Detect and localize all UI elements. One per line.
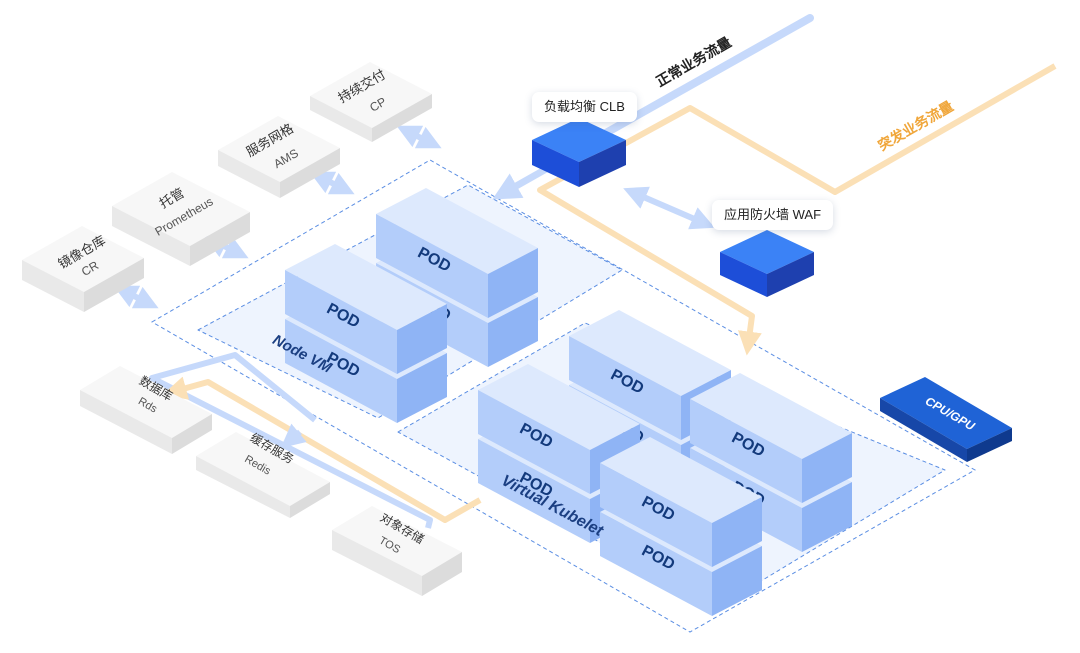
pod-right-face xyxy=(712,497,762,567)
pod-right-face xyxy=(488,248,538,318)
pod-right-face xyxy=(802,482,852,552)
storage-tos-box: 对象存储 TOS xyxy=(332,506,462,596)
cluster-boundary xyxy=(151,159,977,633)
pod-cube: POD xyxy=(285,244,447,374)
pod-top-face xyxy=(600,437,762,523)
pod-layer: PODPODPODPODPODPODPODPODPODPODPODPOD xyxy=(285,188,852,616)
clb-to-cluster-line xyxy=(492,164,550,200)
pod-right-face xyxy=(712,546,762,616)
waf-cube xyxy=(720,230,814,297)
pod-left-face xyxy=(478,390,590,494)
storage-rds-box: 数据库 Rds xyxy=(80,366,212,454)
pod-right-face xyxy=(488,297,538,367)
pod-top-face xyxy=(569,310,731,396)
pod-left-face xyxy=(478,439,590,543)
cpu-gpu-slab: CPU/GPU xyxy=(880,377,1012,462)
pod-top-face xyxy=(690,373,852,459)
pod-right-face xyxy=(397,304,447,374)
clb-waf-link xyxy=(623,186,715,230)
storage-link-redis xyxy=(280,423,307,449)
waf-label: 应用防火墙 WAF xyxy=(724,207,822,222)
clb-cube xyxy=(532,118,626,187)
pod-left-face xyxy=(569,336,681,440)
pod-cube: POD xyxy=(690,373,852,503)
service-cr-box: 镜像仓库 CR xyxy=(22,226,144,312)
service-ams-box: 服务网格 AMS xyxy=(218,116,340,198)
pod-left-face xyxy=(690,399,802,503)
pod-top-face xyxy=(376,188,538,274)
pod-left-face xyxy=(376,214,488,318)
pod-right-face xyxy=(802,433,852,503)
pod-left-face xyxy=(600,463,712,567)
storage-link-blue xyxy=(149,352,433,529)
pod-top-face xyxy=(478,364,640,450)
pod-cube: POD xyxy=(376,188,538,318)
storage-link-orange xyxy=(162,376,482,523)
pod-right-face xyxy=(397,353,447,423)
waf-callout: 应用防火墙 WAF xyxy=(712,200,834,230)
pod-left-face xyxy=(285,270,397,374)
service-prometheus-box: 托管 Prometheus xyxy=(112,172,250,266)
clb-callout: 负载均衡 CLB xyxy=(532,92,637,122)
service-cp-box: 持续交付 CP xyxy=(310,62,432,142)
clb-label: 负载均衡 CLB xyxy=(544,99,625,114)
pod-left-face xyxy=(285,319,397,423)
pod-left-face xyxy=(600,512,712,616)
pod-top-face xyxy=(285,244,447,330)
pod-cube: POD xyxy=(600,437,762,567)
